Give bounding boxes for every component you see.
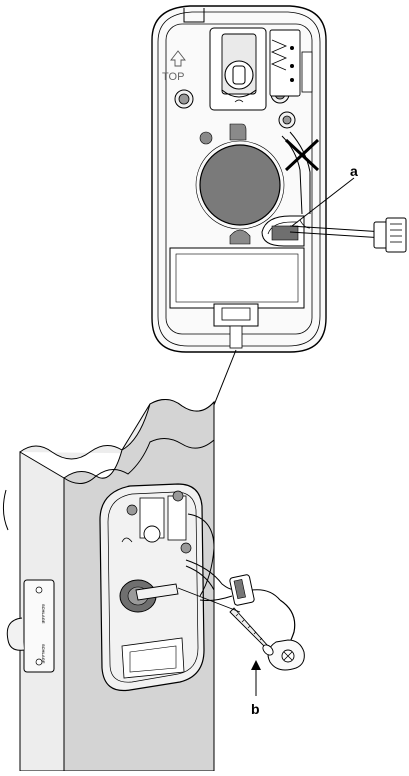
callout-a-label: a [350, 163, 358, 179]
x-mark-icon [284, 138, 320, 172]
screw-boss-left [174, 89, 194, 109]
screw-boss-right-lower [278, 111, 296, 129]
plate-screw-mid-right [180, 542, 192, 554]
callout-a-leader [291, 177, 355, 227]
mounting-plate-detail: TOP [151, 5, 407, 353]
switch-assembly [269, 29, 313, 97]
cable-connector [373, 217, 407, 253]
spindle-opening [199, 144, 281, 226]
latch-strike-plate: SCHLAGE SCHLAGE [23, 579, 55, 673]
top-label: TOP [162, 71, 184, 83]
plate-screw-top-right [172, 490, 184, 502]
cable-harness [289, 219, 385, 239]
latch-mechanism [209, 27, 267, 111]
wire-clip [261, 215, 305, 247]
bottom-tab [213, 303, 259, 349]
door-cable-connector [229, 574, 281, 606]
wire-channel [281, 135, 303, 215]
alignment-post-right [229, 123, 247, 141]
alignment-post-left [199, 131, 213, 145]
door-assembly: SCHLAGE SCHLAGE [2, 399, 305, 772]
door-wire-harness [185, 513, 237, 601]
callout-b: b [251, 660, 261, 717]
mounting-screw [229, 607, 274, 656]
ground-terminal [267, 639, 305, 671]
plate-screw-top-left [126, 504, 138, 516]
spindle-bar [135, 583, 179, 601]
arrow-up-icon [251, 660, 261, 670]
callout-b-label: b [251, 701, 260, 717]
exterior-knob [6, 617, 25, 651]
battery-compartment [169, 247, 305, 309]
top-orientation-marker: TOP [162, 50, 186, 83]
strike-plate-text-lower: SCHLAGE [41, 644, 46, 664]
strike-plate-text-upper: SCHLAGE [41, 604, 46, 624]
up-arrow-icon [170, 50, 186, 67]
